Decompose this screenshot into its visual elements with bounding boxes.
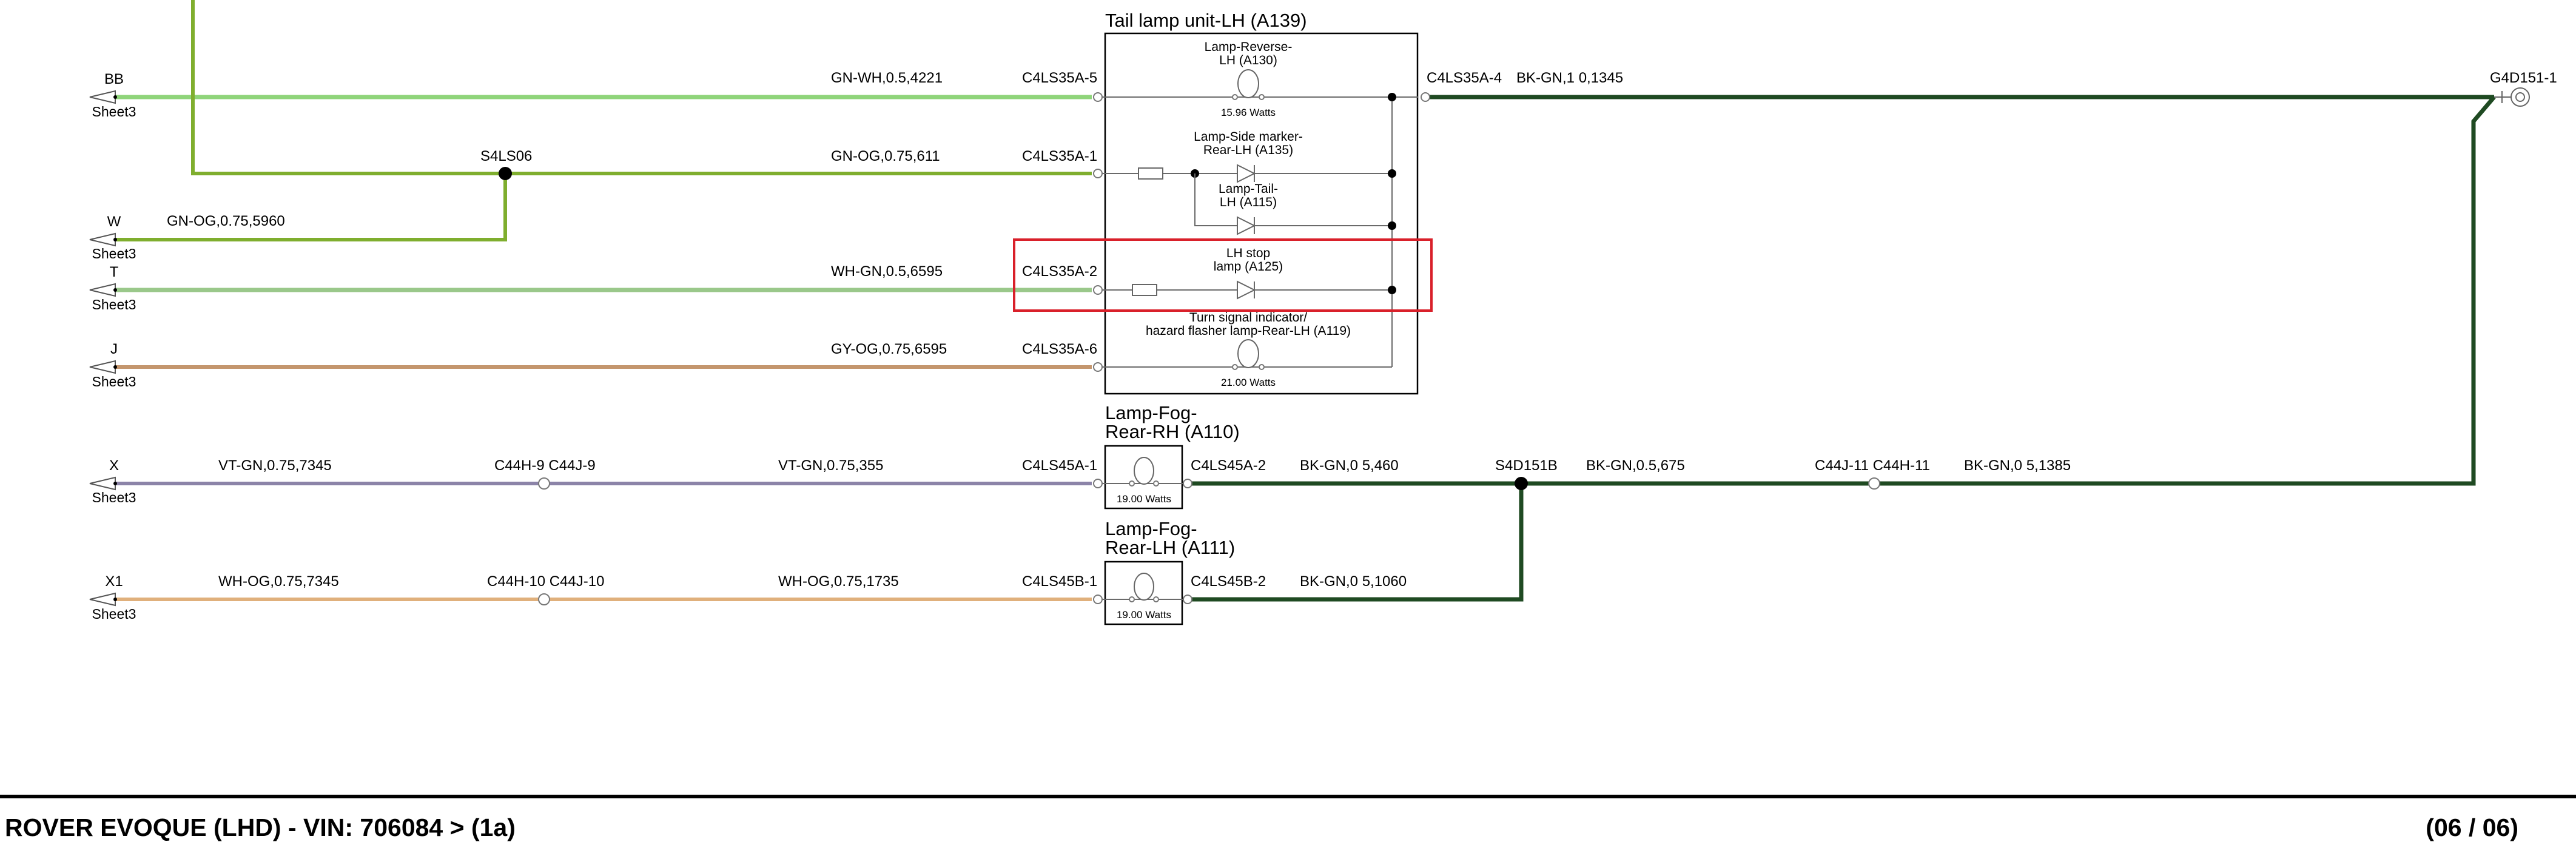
connector-c4ls35a-1: C4LS35A-1 <box>1022 148 1097 164</box>
lamp-stop[interactable]: LH stop lamp (A125) <box>1098 246 1392 300</box>
sheet-arrow-bb[interactable]: BB Sheet3 <box>89 71 136 120</box>
wire-code-x-2: VT-GN,0.75,355 <box>778 457 883 474</box>
lamp-reverse[interactable]: Lamp-Reverse- LH (A130) 15.96 Watts <box>1098 40 1392 118</box>
footer-title: ROVER EVOQUE (LHD) - VIN: 706084 > (1a) <box>5 814 516 841</box>
pin-w: W <box>107 214 121 230</box>
lamp-turn-label-1: Turn signal indicator/ <box>1189 311 1307 325</box>
wire-code-s4ls06: GN-OG,0.75,611 <box>831 148 940 164</box>
wire-code-fog-rh-out: BK-GN,0 5,460 <box>1300 457 1399 474</box>
pin-bb: BB <box>104 71 124 87</box>
fog-lamp-lh[interactable]: Lamp-Fog- Rear-LH (A111) 19.00 Watts <box>1093 518 1235 625</box>
splices <box>499 167 1880 605</box>
lamp-turn-label-2: hazard flasher lamp-Rear-LH (A119) <box>1146 324 1351 338</box>
inline-connector-c44-10-symbol[interactable] <box>538 593 550 605</box>
wire-labels: GN-WH,0.5,4221 C4LS35A-5 S4LS06 GN-OG,0.… <box>167 70 2557 590</box>
wire-code-fog-lh-out: BK-GN,0 5,1060 <box>1300 573 1407 590</box>
sheet-arrow-x[interactable]: X Sheet3 <box>89 457 136 505</box>
fog-lh-watts: 19.00 Watts <box>1117 609 1171 621</box>
ground-connector[interactable] <box>2494 87 2530 107</box>
inline-connector-c44-10: C44H-10 C44J-10 <box>487 573 604 590</box>
sheet-link-bb: Sheet3 <box>92 104 136 120</box>
highlight-stop-lamp <box>1013 238 1433 312</box>
fog-rh-title-1: Lamp-Fog- <box>1105 402 1197 423</box>
wire-code-x-1: VT-GN,0.75,7345 <box>218 457 332 474</box>
lamp-side-label-1: Lamp-Side marker- <box>1194 130 1303 144</box>
footer-rule <box>0 795 2576 798</box>
lamp-turn-signal[interactable]: Turn signal indicator/ hazard flasher la… <box>1098 311 1392 388</box>
wire-code-bb: GN-WH,0.5,4221 <box>831 70 943 86</box>
lamp-stop-label-2: lamp (A125) <box>1214 260 1283 274</box>
footer: ROVER EVOQUE (LHD) - VIN: 706084 > (1a) … <box>0 795 2576 841</box>
sheet-link-w: Sheet3 <box>92 246 136 261</box>
splice-label-s4ls06: S4LS06 <box>480 148 532 164</box>
connector-c4ls45b-2: C4LS45B-2 <box>1191 573 1266 590</box>
lamp-reverse-watts: 15.96 Watts <box>1221 107 1276 118</box>
wire-code-w: GN-OG,0.75,5960 <box>167 213 285 229</box>
sheet-arrow-w[interactable]: W Sheet3 <box>89 214 136 261</box>
lamp-reverse-label-1: Lamp-Reverse- <box>1205 40 1293 54</box>
connector-c4ls35a-6: C4LS35A-6 <box>1022 341 1097 357</box>
sheet-arrows: BB Sheet3 W Sheet3 T Sheet3 J Sheet3 X S… <box>89 71 136 622</box>
sheet-link-x1: Sheet3 <box>92 606 136 622</box>
wire-code-x1-1: WH-OG,0.75,7345 <box>218 573 339 590</box>
lamp-reverse-label-2: LH (A130) <box>1219 53 1277 67</box>
lamp-tail[interactable]: Lamp-Tail- LH (A115) <box>1194 173 1392 235</box>
inline-connector-c44-11-symbol[interactable] <box>1868 477 1880 490</box>
sheet-arrow-j[interactable]: J Sheet3 <box>89 341 136 389</box>
tail-lamp-unit[interactable]: Tail lamp unit-LH (A139) Lamp-Reverse- L… <box>1093 10 1430 395</box>
pin-x: X <box>109 457 119 474</box>
connector-c4ls35a-4: C4LS35A-4 <box>1427 70 1502 86</box>
sheet-link-t: Sheet3 <box>92 297 136 312</box>
wire-code-ground-return: BK-GN,0 5,1385 <box>1964 457 2071 474</box>
connector-c4ls35a-2: C4LS35A-2 <box>1022 263 1097 280</box>
page-number: (06 / 06) <box>2426 814 2518 841</box>
lamp-side-label-2: Rear-LH (A135) <box>1203 143 1293 157</box>
fog-lh-title-2: Rear-LH (A111) <box>1105 537 1235 558</box>
connector-c4ls45a-1: C4LS45A-1 <box>1022 457 1097 474</box>
inline-connector-c44-9-symbol[interactable] <box>538 477 550 490</box>
lamp-stop-label-1: LH stop <box>1226 246 1270 260</box>
fog-lamp-rh[interactable]: Lamp-Fog- Rear-RH (A110) 19.00 Watts <box>1093 402 1240 510</box>
lamp-side-marker[interactable]: Lamp-Side marker- Rear-LH (A135) <box>1098 130 1392 183</box>
sheet-arrow-t[interactable]: T Sheet3 <box>89 264 136 312</box>
wire-ground-return[interactable] <box>1188 95 2496 486</box>
pin-t: T <box>110 264 119 280</box>
wires <box>115 0 2496 602</box>
splice-label-s4d151b: S4D151B <box>1495 457 1558 474</box>
wire-s4ls06-feed[interactable] <box>191 0 1092 175</box>
inline-connector-c44-11: C44J-11 C44H-11 <box>1815 457 1930 474</box>
splice-s4ls06[interactable] <box>499 167 512 180</box>
lamp-tail-label-2: LH (A115) <box>1220 195 1277 209</box>
sheet-link-x: Sheet3 <box>92 490 136 505</box>
fog-lh-title-1: Lamp-Fog- <box>1105 518 1197 539</box>
connector-c4ls45b-1: C4LS45B-1 <box>1022 573 1097 590</box>
pin-x1: X1 <box>105 573 123 590</box>
tail-lamp-title: Tail lamp unit-LH (A139) <box>1105 10 1307 31</box>
wire-code-j: GY-OG,0.75,6595 <box>831 341 947 357</box>
sheet-arrow-x1[interactable]: X1 Sheet3 <box>89 573 136 622</box>
pin-j: J <box>110 341 118 357</box>
wire-w[interactable] <box>115 173 507 241</box>
wire-code-s4d151b: BK-GN,0.5,675 <box>1586 457 1685 474</box>
lamp-tail-label-1: Lamp-Tail- <box>1219 182 1278 196</box>
fog-rh-watts: 19.00 Watts <box>1117 493 1171 505</box>
splice-s4d151b[interactable] <box>1515 477 1528 490</box>
connector-c4ls45a-2: C4LS45A-2 <box>1191 457 1266 474</box>
lamp-turn-watts: 21.00 Watts <box>1221 377 1276 388</box>
wire-code-t: WH-GN,0.5,6595 <box>831 263 943 280</box>
wire-code-ground-out: BK-GN,1 0,1345 <box>1516 70 1623 86</box>
ground-label: G4D151-1 <box>2490 70 2557 86</box>
connector-c4ls35a-5: C4LS35A-5 <box>1022 70 1097 86</box>
wire-code-x1-2: WH-OG,0.75,1735 <box>778 573 899 590</box>
sheet-link-j: Sheet3 <box>92 374 136 389</box>
inline-connector-c44-9: C44H-9 C44J-9 <box>494 457 596 474</box>
fog-rh-title-2: Rear-RH (A110) <box>1105 421 1240 442</box>
wire-fog-lh-out[interactable] <box>1188 483 1524 602</box>
